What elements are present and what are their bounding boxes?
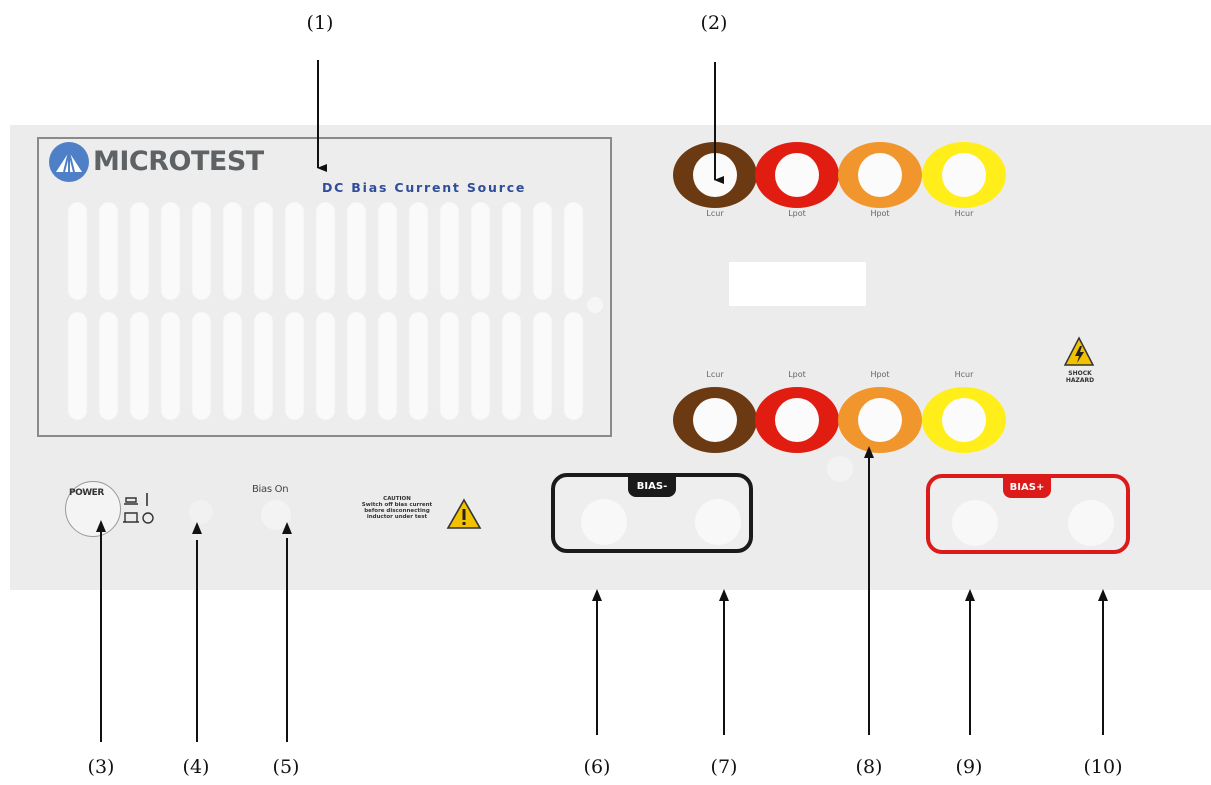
bias-minus-port-left[interactable] [581,499,627,545]
shock-hazard-text: SHOCK HAZARD [1065,370,1095,384]
vent-slot [346,201,367,301]
callout-4: (4) [182,756,210,778]
power-label: POWER [69,488,104,498]
vent-slot [284,201,305,301]
bottom-jack-hole [693,398,737,442]
bottom-jack-4[interactable] [922,387,1006,453]
arrow-8-head [864,446,874,458]
arrow-3-head [96,520,106,532]
power-indicator-led [189,500,213,524]
vent-slot [253,311,274,421]
bias-minus-tab: BIAS- [628,477,676,497]
bottom-jack-2[interactable] [755,387,839,453]
bottom-jack-1[interactable] [673,387,757,453]
power-button[interactable]: POWER [65,481,121,537]
callout-3: (3) [87,756,115,778]
vent-slot [98,201,119,301]
vent-slot [377,311,398,421]
top-jack-hole [858,153,902,197]
vent-slot [563,311,584,421]
vent-slot [315,201,336,301]
vent-slot [67,311,88,421]
vent-slot [563,201,584,301]
callout-8: (8) [855,756,883,778]
bias-on-label: Bias On [252,484,289,495]
panel-screw [827,456,853,482]
vent-slot [377,201,398,301]
arrow-5-head [282,522,292,534]
top-jack-label: Hpot [870,209,890,218]
top-jack-2[interactable] [755,142,839,208]
bottom-jack-label: Hpot [870,370,890,379]
callout-1: (1) [306,12,334,34]
vent-slot [160,201,181,301]
vent-slot [532,201,553,301]
vent-slot [191,311,212,421]
callout-5: (5) [272,756,300,778]
label-plate [729,262,866,306]
vent-slot [532,311,553,421]
bias-plus-port-left[interactable] [952,500,998,546]
bias-plus-port-right[interactable] [1068,500,1114,546]
top-jack-hole [775,153,819,197]
vent-slot [501,201,522,301]
arrow-7-head [719,589,729,601]
vent-slot [346,311,367,421]
vent-grille [37,137,612,437]
vent-slot [470,201,491,301]
power-on-off-icon [123,493,154,524]
bias-plus-tab: BIAS+ [1003,478,1051,498]
panel-subtitle: DC Bias Current Source [322,180,527,195]
vent-slot [129,201,150,301]
bottom-jack-label: Hcur [954,370,974,379]
vent-slot [253,201,274,301]
bias-minus-port-right[interactable] [695,499,741,545]
top-jack-hole [942,153,986,197]
vent-slot [284,311,305,421]
vent-slot [315,311,336,421]
arrow-6-head [592,589,602,601]
brand-name: MICROTEST [93,146,264,177]
bottom-jack-hole [942,398,986,442]
bias-minus-connector[interactable] [551,473,753,553]
vent-slot [408,201,429,301]
arrow-10-head [1098,589,1108,601]
vent-slot [222,201,243,301]
top-jack-1[interactable] [673,142,757,208]
vent-slot [408,311,429,421]
arrow-9-head [965,589,975,601]
vent-slot [160,311,181,421]
bottom-jack-hole [775,398,819,442]
vent-slot [470,311,491,421]
bottom-jack-3[interactable] [838,387,922,453]
bottom-jack-label: Lcur [706,370,724,379]
top-jack-3[interactable] [838,142,922,208]
arrow-4-head [192,522,202,534]
callout-2: (2) [700,12,728,34]
bottom-jack-hole [858,398,902,442]
callout-7: (7) [710,756,738,778]
vent-slot [129,311,150,421]
grille-screw [587,297,603,313]
callout-9: (9) [955,756,983,778]
vent-slot [501,311,522,421]
caution-text: CAUTION Switch off bias current before d… [361,496,433,520]
vent-slot [67,201,88,301]
vent-slot [439,201,460,301]
shock-hazard-icon [1063,336,1095,366]
warning-triangle-icon [446,498,482,529]
vent-slot [222,311,243,421]
bottom-jack-label: Lpot [788,370,806,379]
top-jack-label: Lcur [706,209,724,218]
top-jack-label: Lpot [788,209,806,218]
microtest-logo-icon [49,142,89,182]
vent-slot [98,311,119,421]
callout-10: (10) [1083,756,1123,778]
top-jack-label: Hcur [954,209,974,218]
vent-slot [439,311,460,421]
vent-slot [191,201,212,301]
callout-6: (6) [583,756,611,778]
top-jack-4[interactable] [922,142,1006,208]
